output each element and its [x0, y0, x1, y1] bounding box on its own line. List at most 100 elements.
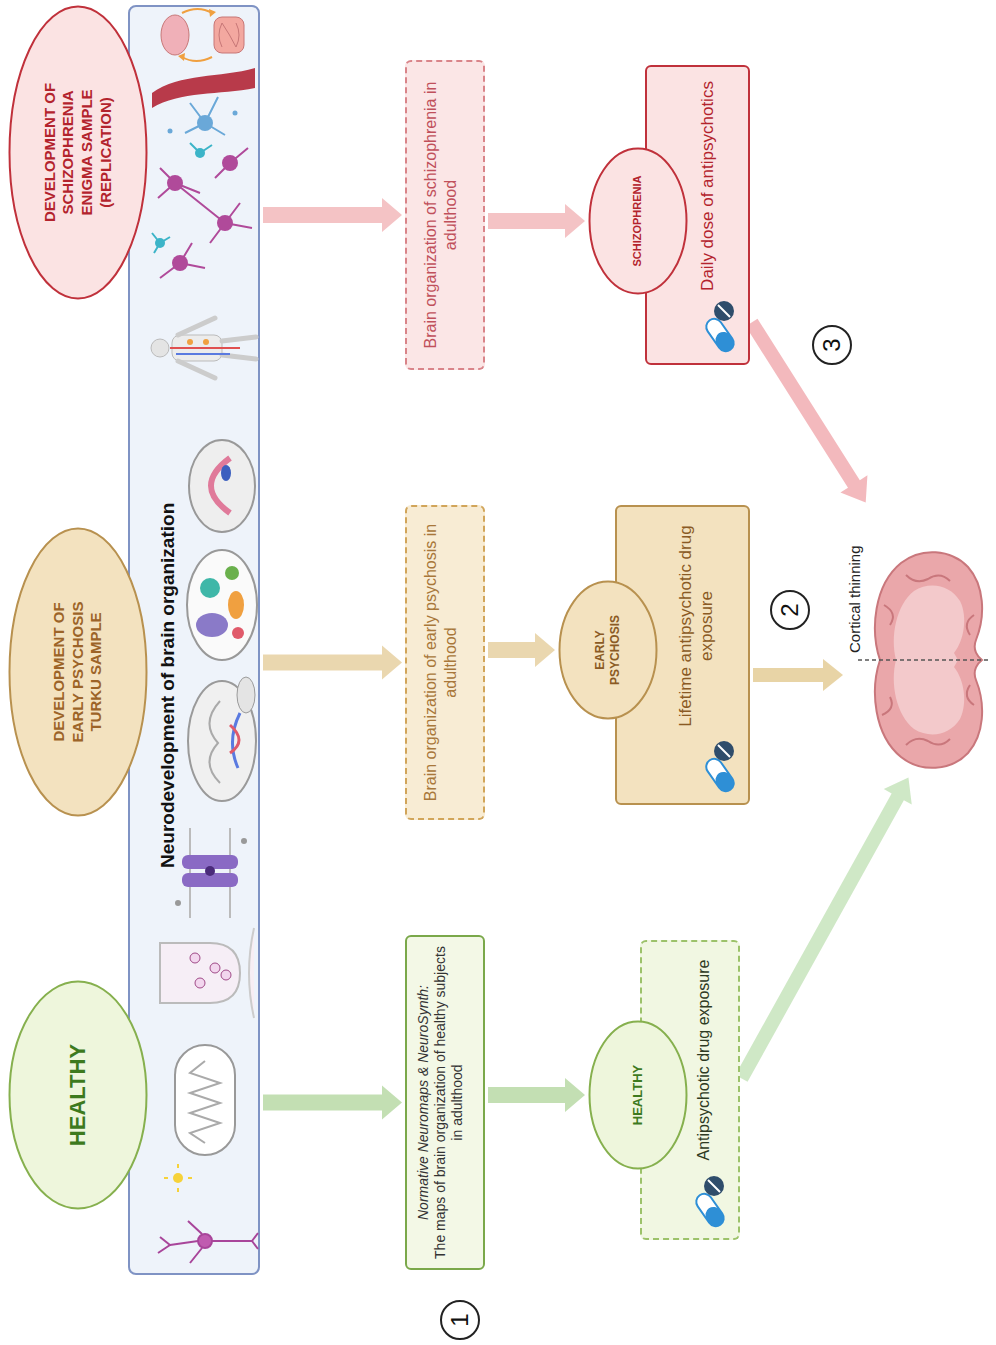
- neurons-glia-icon: [222, 155, 238, 171]
- coronal-brain-icon: [187, 550, 257, 660]
- brain-gut-icon: [209, 9, 216, 17]
- hippocampus-brain-icon: [221, 465, 231, 481]
- pill-icon: [714, 301, 734, 321]
- coronal-brain-illustration: [858, 659, 988, 661]
- pill-icon: [703, 316, 737, 355]
- hippocampus-brain-icon: [189, 440, 255, 532]
- flow-arrow: [735, 778, 911, 1082]
- hippocampus-brain-icon: [211, 458, 230, 513]
- pill-icon: [708, 1180, 720, 1192]
- coronal-brain-icon: [200, 578, 220, 598]
- synapse-icon: [221, 970, 231, 980]
- ellipse-shape: [590, 1022, 687, 1169]
- glia-vessel-icon: [152, 68, 255, 108]
- node-text: Daily dose of antipsychotics: [697, 77, 718, 295]
- neurons-glia-icon: [155, 238, 165, 248]
- human-body-icon: [176, 353, 230, 355]
- brain-gut-icon: [182, 57, 212, 61]
- brain-gut-icon: [214, 17, 244, 53]
- neurons-glia-icon: [152, 143, 212, 253]
- pill-icon: [703, 756, 737, 795]
- neurodevelopment-band: Neurodevelopment of brain organization: [128, 5, 260, 1275]
- ion-channel-icon: [205, 866, 215, 876]
- neurons-glia-icon: [167, 175, 183, 191]
- coronal-brain-icon: [187, 550, 257, 660]
- neurons-glia-icon: [158, 148, 252, 278]
- group-ellipse: DEVELOPMENT OF SCHIZOPHRENIA ENIGMA SAMP…: [8, 5, 148, 300]
- node-text: EARLY PSYCHOSIS: [593, 605, 623, 695]
- ellipse-shape: [10, 7, 147, 299]
- node-text: Neurodevelopment of brain organization: [156, 17, 180, 868]
- ion-channel-icon: [175, 828, 247, 918]
- ellipse-shape: [10, 982, 147, 1209]
- ion-channel-icon: [241, 838, 247, 844]
- glia-vessel-icon: [168, 129, 173, 134]
- pill-icon: [702, 1204, 727, 1230]
- brain-gut-icon: [161, 15, 189, 55]
- glia-vessel-icon: [197, 115, 213, 131]
- node-text: Cortical thinning: [846, 505, 865, 653]
- flow-arrow: [263, 1086, 402, 1120]
- flow-arrow: [263, 198, 402, 232]
- brain-gut-icon: [161, 9, 244, 61]
- synapse-icon: [195, 978, 205, 988]
- ellipse-shape: [10, 529, 147, 816]
- ellipse-shape: [560, 582, 657, 719]
- node-text: SCHIZOPHRENIA: [631, 175, 645, 266]
- node-text: DEVELOPMENT OF SCHIZOPHRENIA ENIGMA SAMP…: [41, 68, 116, 238]
- human-body-icon: [187, 339, 193, 345]
- pill-icon: [703, 316, 737, 355]
- mitochondrion-icon: [173, 1173, 183, 1183]
- mitochondrion-icon: [190, 1061, 220, 1143]
- hippocampus-brain-icon: [189, 440, 255, 532]
- process-box: Brain organization of early psychosis in…: [405, 505, 485, 820]
- neurons-glia-icon: [172, 255, 188, 271]
- mitochondrion-icon: [175, 1045, 235, 1155]
- sagittal-brain-icon: [188, 677, 256, 801]
- sagittal-brain-icon: [209, 701, 220, 783]
- human-body-icon: [151, 339, 169, 357]
- pill-icon: [703, 756, 737, 795]
- mitochondrion-icon: [164, 1045, 235, 1192]
- synapse-icon: [160, 928, 254, 1018]
- outcome-brain: Cortical thinning: [846, 505, 988, 775]
- human-body-icon: [203, 339, 209, 345]
- coronal-brain-illustration: [846, 505, 988, 775]
- callout-number: 2: [770, 590, 810, 630]
- pill-icon: [712, 329, 737, 355]
- synapse-icon: [160, 943, 240, 1003]
- glia-vessel-icon: [233, 111, 238, 116]
- neuron-icon: [198, 1234, 212, 1248]
- node-text: DEVELOPMENT OF EARLY PSYCHOSIS TURKU SAM…: [50, 587, 106, 757]
- pill-icon: [712, 769, 737, 795]
- glia-vessel-icon: [152, 68, 255, 135]
- pill-icon: [718, 745, 730, 757]
- flow-arrow: [488, 633, 555, 667]
- pill-icon: [718, 305, 730, 317]
- sagittal-brain-icon: [237, 677, 255, 713]
- human-body-icon: [151, 318, 256, 378]
- flow-arrow: [488, 1078, 585, 1112]
- pill-icon: [704, 1176, 724, 1196]
- coronal-brain-icon: [232, 627, 244, 639]
- process-box: Normative Neuromaps & NeuroSynth:The map…: [405, 935, 485, 1270]
- flow-arrow: [746, 319, 868, 503]
- node-text: Normative Neuromaps & NeuroSynth:: [415, 945, 432, 1260]
- node-text: HEALTHY: [64, 1044, 92, 1146]
- synapse-icon: [210, 963, 220, 973]
- neurons-glia-icon: [195, 148, 205, 158]
- flow-arrow: [488, 204, 585, 238]
- pill-icon: [694, 737, 742, 797]
- coronal-brain-icon: [225, 566, 239, 580]
- callout-number: 1: [440, 1300, 480, 1340]
- node-text: Brain organization of early psychosis in…: [421, 517, 461, 808]
- node-text: Lifetime antipsychotic drug exposure: [675, 517, 718, 735]
- flow-arrow: [263, 646, 402, 680]
- glia-vessel-icon: [185, 97, 225, 135]
- pill-icon: [694, 297, 742, 357]
- group-ellipse: HEALTHY: [8, 980, 148, 1210]
- brain-gut-icon: [182, 9, 212, 13]
- flow-arrow: [753, 659, 843, 691]
- callout-number: 3: [812, 325, 852, 365]
- neurodevelopment-icons: [130, 3, 262, 1273]
